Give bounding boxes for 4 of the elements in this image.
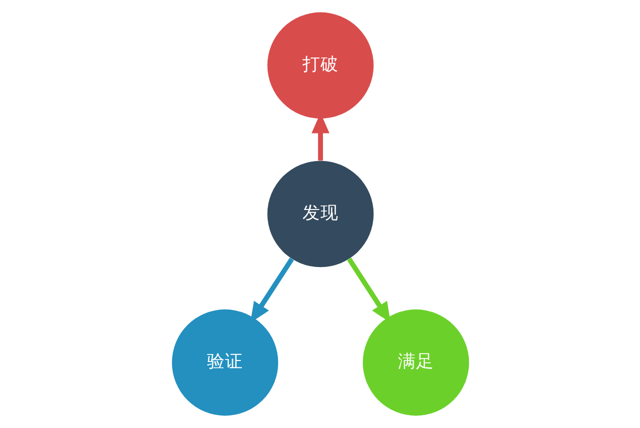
node-circle: 发现 xyxy=(266,160,374,268)
node-circle: 验证 xyxy=(171,309,278,416)
node-circle: 满足 xyxy=(362,309,469,416)
node-circle: 打破 xyxy=(266,12,374,119)
